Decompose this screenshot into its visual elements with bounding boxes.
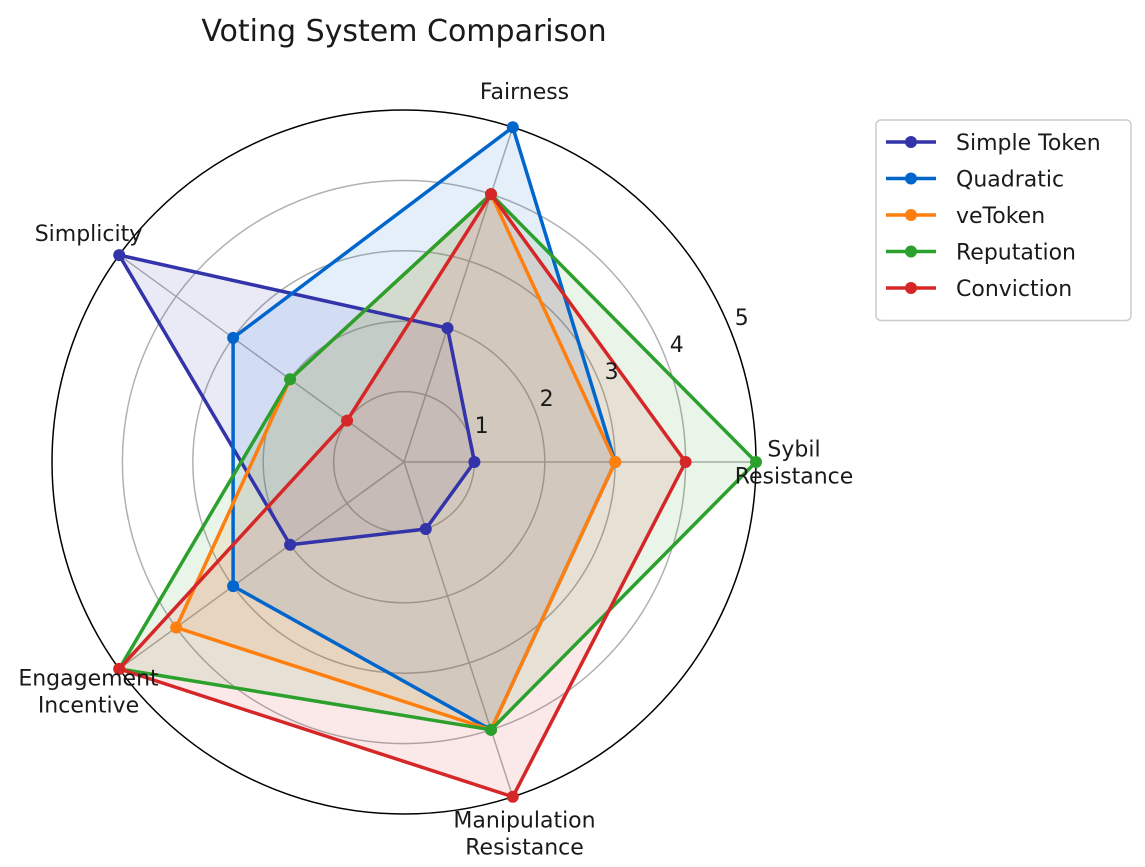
axis-label: Simplicity (35, 222, 143, 247)
data-point (506, 790, 519, 803)
radial-tick-label: 2 (540, 387, 554, 412)
data-point (341, 414, 354, 427)
legend-label: Reputation (956, 241, 1076, 266)
series-fill (233, 127, 616, 730)
legend-swatch-marker (905, 282, 917, 294)
spoke-gridline (118, 254, 405, 463)
series-line (116, 191, 688, 799)
legend-label: Conviction (956, 277, 1072, 302)
series-line (115, 252, 477, 547)
spoke-gridline (403, 126, 514, 463)
radial-tick-label: 4 (670, 333, 684, 358)
series-fill (119, 194, 686, 797)
data-point (284, 538, 297, 551)
data-point (750, 456, 762, 468)
grid-circle (262, 320, 546, 604)
legend-swatch-marker (905, 172, 917, 185)
data-point (468, 456, 481, 468)
legend-label: Simple Token (956, 131, 1101, 156)
radial-tick-label: 5 (735, 306, 749, 331)
legend-swatch-marker (905, 209, 917, 221)
data-point (227, 331, 240, 344)
data-point (113, 249, 126, 262)
data-point (113, 662, 126, 675)
radial-tick-label: 1 (475, 414, 489, 439)
data-point (485, 188, 498, 201)
data-point (485, 723, 498, 736)
legend-label: veToken (956, 204, 1045, 229)
data-point (284, 373, 297, 386)
data-point (419, 522, 432, 535)
legend-frame (875, 119, 1132, 322)
radial-tick-label: 3 (605, 360, 619, 385)
series-lines (113, 121, 762, 803)
data-point (227, 580, 240, 593)
spoke-gridline (403, 461, 514, 798)
legend-swatch-marker (905, 136, 917, 148)
series-fills (119, 127, 756, 797)
data-point (506, 121, 519, 134)
series-line (116, 191, 759, 732)
chart-title: Voting System Comparison (201, 14, 606, 49)
series-fill (119, 194, 756, 730)
data-point (609, 456, 622, 468)
series-fill (119, 255, 475, 545)
legend-swatch-marker (905, 245, 917, 258)
data-point (441, 322, 454, 335)
data-point (170, 621, 183, 634)
series-fill (176, 194, 616, 730)
spoke-gridline (118, 461, 405, 670)
axis-label: Fairness (480, 80, 569, 105)
data-point (679, 456, 692, 468)
series-line (173, 191, 618, 732)
legend-label: Quadratic (956, 168, 1064, 193)
